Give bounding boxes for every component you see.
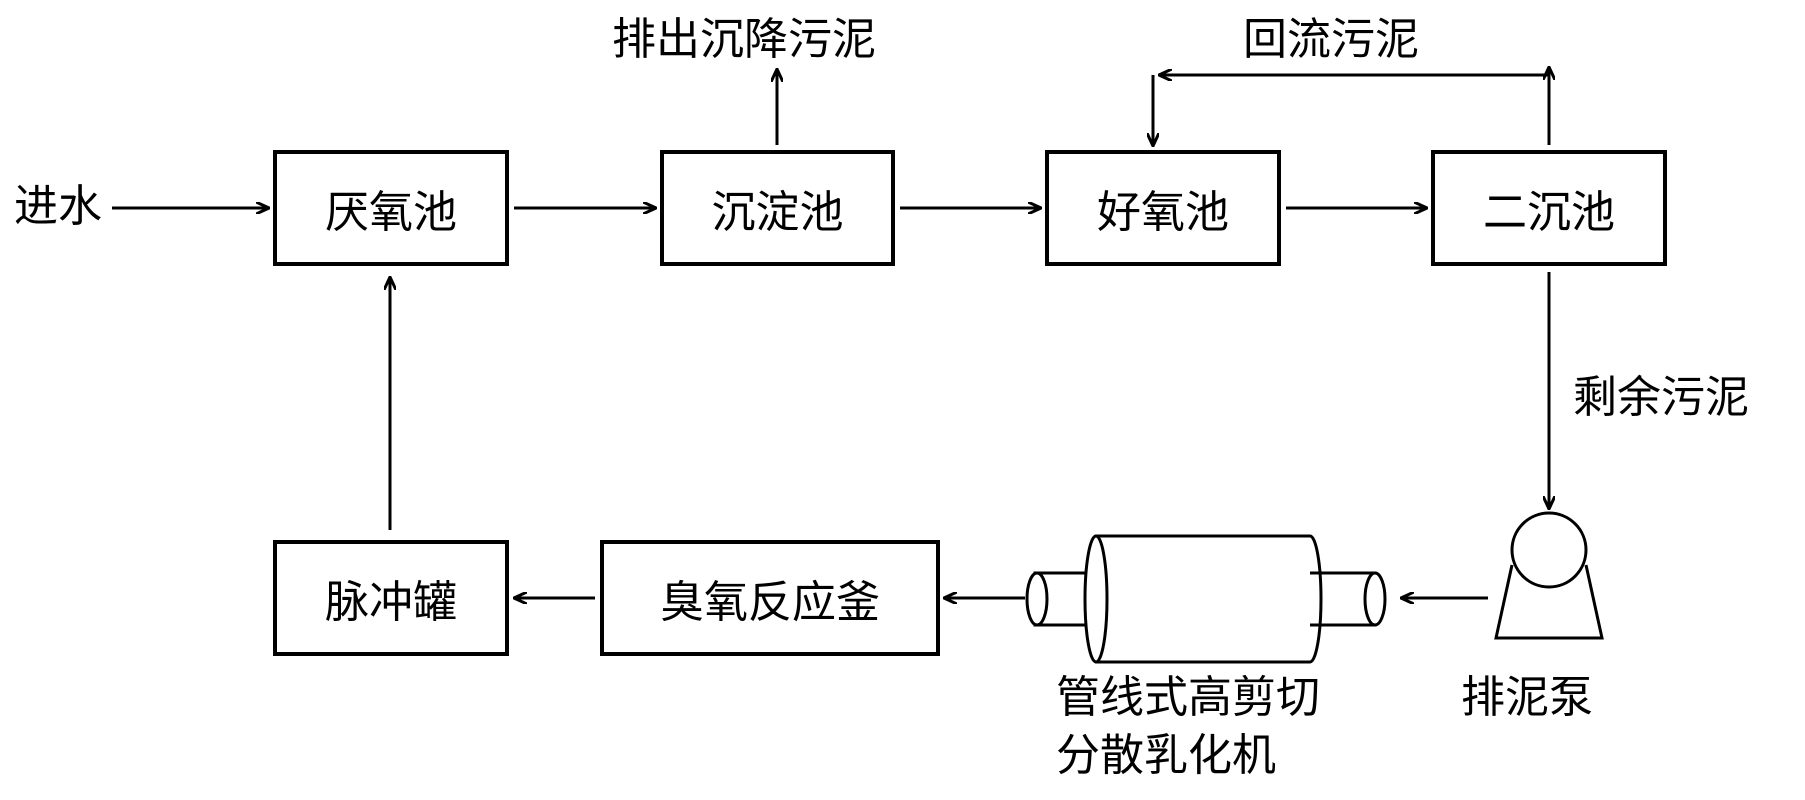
inlet-label: 进水 [14,181,102,232]
discharge-sludge-label: 排出沉降污泥 [612,14,876,65]
pulse-tank-label: 脉冲罐 [325,577,457,628]
return-sludge-label: 回流污泥 [1243,14,1419,65]
sludge-pump-icon [1494,511,1604,640]
excess-sludge-label: 剩余污泥 [1573,372,1749,423]
emulsifier-label-line2: 分散乳化机 [1056,730,1276,781]
anaerobic-tank-label: 厌氧池 [325,187,457,238]
ozone-reactor-box: 臭氧反应釜 [600,540,940,656]
pulse-tank-box: 脉冲罐 [273,540,509,656]
anaerobic-tank-box: 厌氧池 [273,150,509,266]
sedimentation-tank-label: 沉淀池 [711,187,844,238]
sludge-pump-label: 排泥泵 [1461,672,1593,723]
sedimentation-tank-box: 沉淀池 [660,150,895,266]
aerobic-tank-box: 好氧池 [1045,150,1281,266]
emulsifier-label-line1: 管线式高剪切 [1056,672,1320,723]
secondary-clarifier-label: 二沉池 [1483,187,1615,238]
aerobic-tank-label: 好氧池 [1097,187,1229,238]
ozone-reactor-label: 臭氧反应釜 [660,577,880,628]
secondary-clarifier-box: 二沉池 [1431,150,1667,266]
high-shear-emulsifier-icon [1025,534,1387,664]
